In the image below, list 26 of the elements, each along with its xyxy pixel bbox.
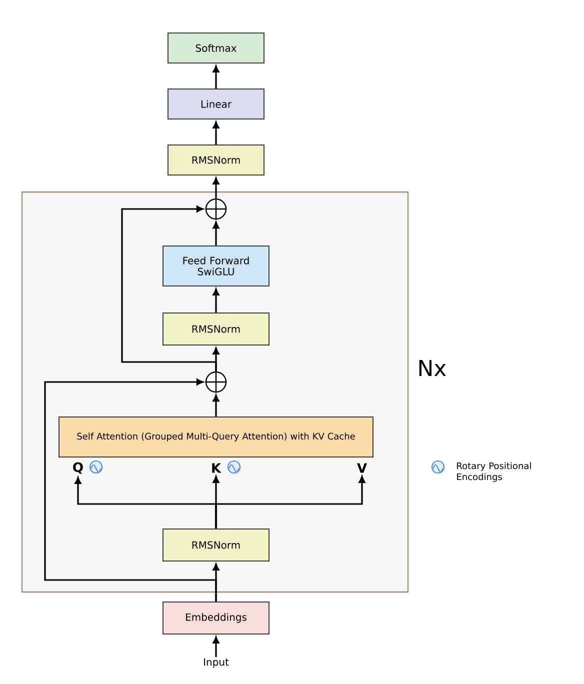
- arrow: [44, 378, 217, 602]
- process-box: Embeddings: [162, 602, 270, 634]
- add-circle: [204, 370, 228, 394]
- process-box: Feed Forward SwiGLU: [162, 246, 270, 286]
- add-circle: [204, 198, 228, 220]
- process-box: RMSNorm: [162, 528, 270, 562]
- arrow: [215, 476, 366, 528]
- arrow: [212, 66, 220, 88]
- process-box: RMSNorm: [162, 312, 270, 346]
- process-box: Self Attention (Grouped Multi-Query Attention) with KV Cache: [58, 416, 374, 458]
- arrow: [212, 122, 220, 144]
- arrow: [121, 206, 217, 372]
- arrow: [212, 394, 220, 416]
- arrow: [212, 222, 220, 246]
- input-letter: V: [357, 463, 367, 473]
- arrow: [212, 288, 220, 312]
- repeat-label: Nx: [419, 360, 446, 376]
- process-box: Linear: [168, 88, 264, 120]
- arrow: [212, 636, 220, 658]
- input-letter: Q: [73, 462, 83, 474]
- legend-label: Rotary Positional Encodings: [457, 462, 531, 482]
- arrow: [212, 178, 220, 198]
- input-label: Input: [204, 658, 229, 668]
- process-box: RMSNorm: [168, 144, 264, 176]
- input-letter: K: [212, 463, 222, 473]
- process-box: Softmax: [168, 32, 264, 64]
